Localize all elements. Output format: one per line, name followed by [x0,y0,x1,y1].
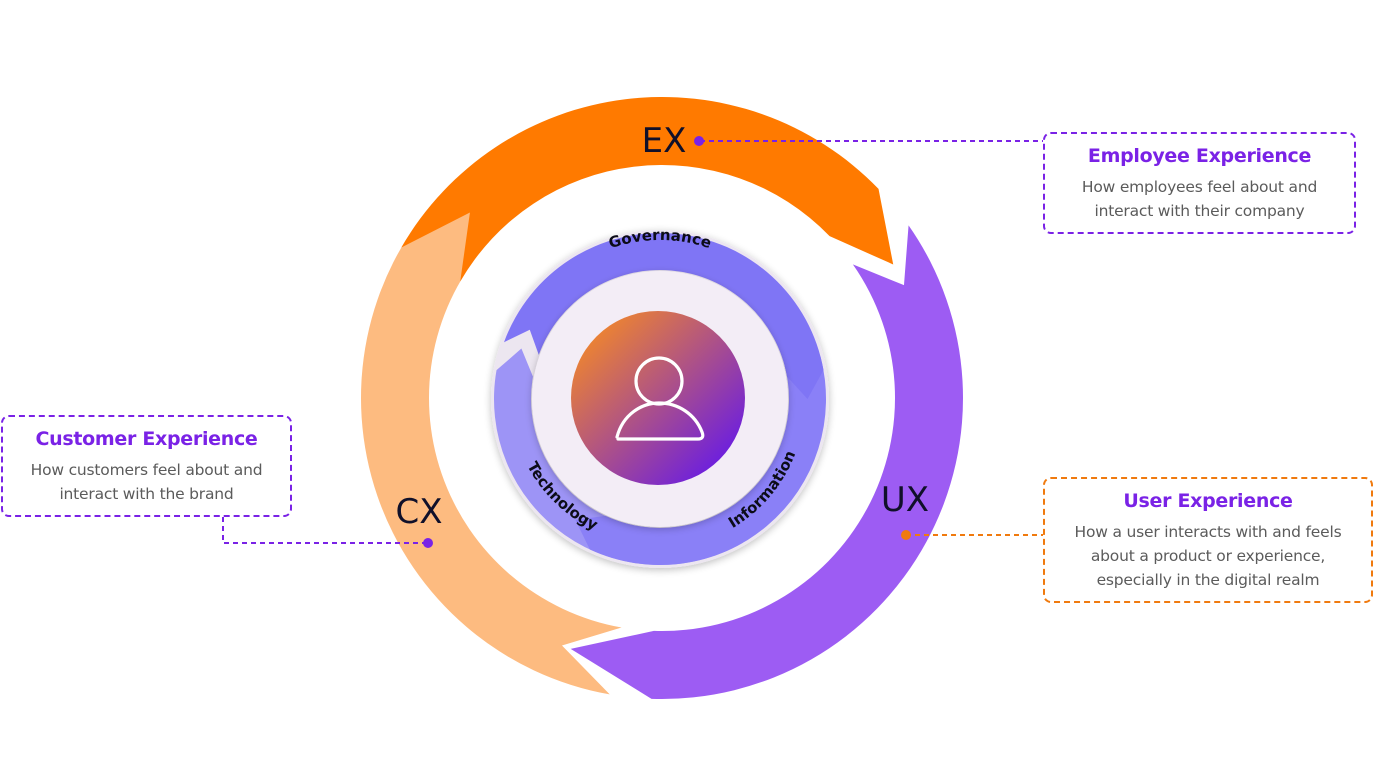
callout-description-line: interact with the brand [3,482,290,506]
callout-description: How a user interacts with and feels abou… [1045,520,1371,592]
ux-label: UX [881,480,929,520]
center-circle [571,311,745,485]
ex-connector-dot [694,136,704,146]
cx-label: CX [395,492,442,532]
user-experience-callout: User Experience How a user interacts wit… [1043,477,1373,603]
cx-connector-dot [423,538,433,548]
customer-experience-callout: Customer Experience How customers feel a… [1,415,292,517]
callout-title: User Experience [1045,490,1371,512]
callout-description-line: about a product or experience, [1045,544,1371,568]
ex-label: EX [642,121,687,161]
callout-description-line: How a user interacts with and feels [1045,520,1371,544]
callout-description-line: How customers feel about and [3,458,290,482]
ux-connector-dot [901,530,911,540]
callout-title: Employee Experience [1045,145,1354,167]
callout-title: Customer Experience [3,428,290,450]
callout-description: How employees feel about and interact wi… [1045,175,1354,223]
callout-description-line: How employees feel about and [1045,175,1354,199]
callout-description-line: interact with their company [1045,199,1354,223]
employee-experience-callout: Employee Experience How employees feel a… [1043,132,1356,234]
callout-description-line: especially in the digital realm [1045,568,1371,592]
callout-description: How customers feel about and interact wi… [3,458,290,506]
